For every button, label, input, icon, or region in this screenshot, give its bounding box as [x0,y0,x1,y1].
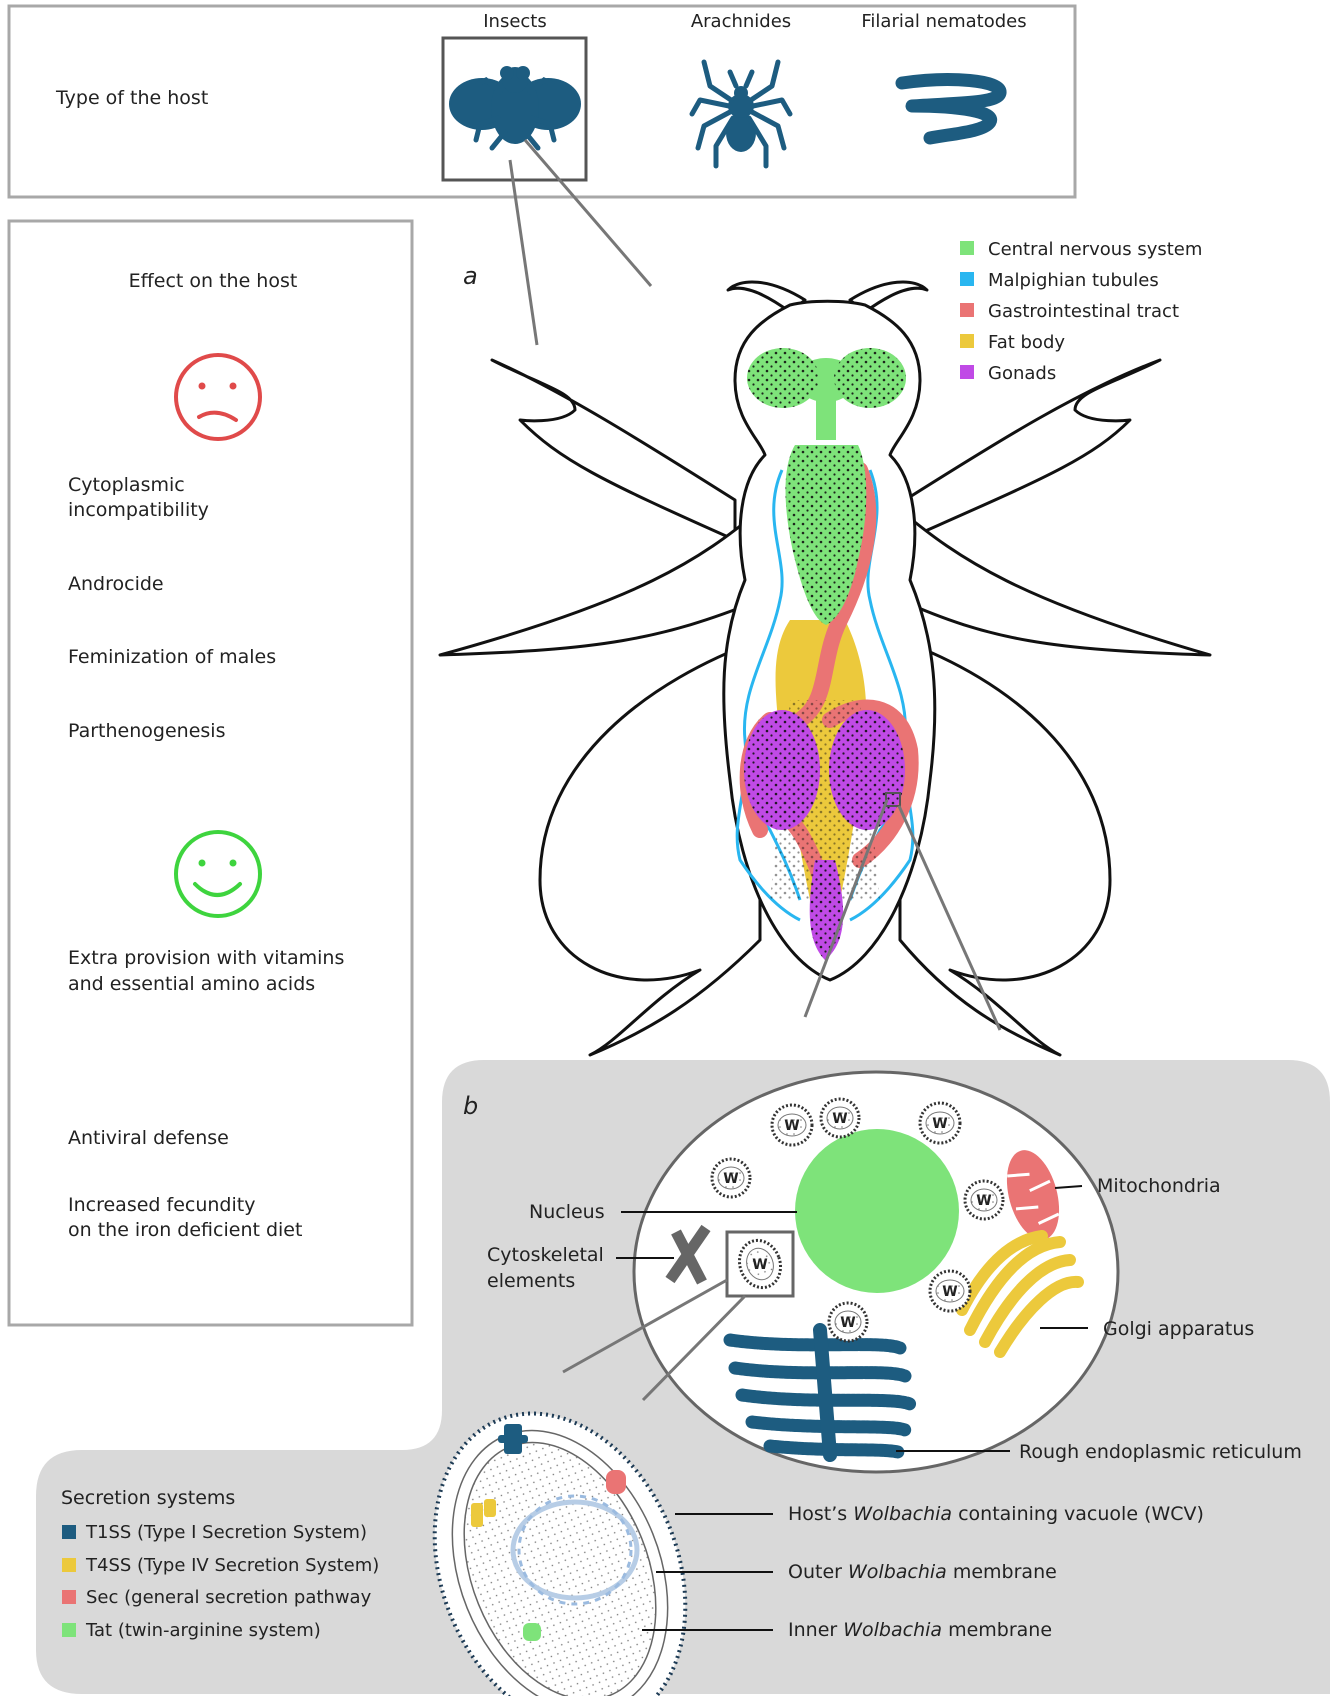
swatch-t4ss [62,1558,76,1572]
svg-text:W: W [752,1257,767,1273]
legend-swatch-malpighian [960,272,974,286]
wolbachia-cell: W [772,1105,812,1145]
nucleus [795,1129,959,1293]
wolbachia-cell: W [829,1303,867,1341]
legend-label-cns: Central nervous system [988,239,1202,260]
svg-text:W: W [832,1111,847,1127]
secretion-tat-label: Tat (twin-arginine system) [85,1620,321,1641]
label-nucleus: Nucleus [529,1201,605,1223]
wolbachia-cell: W [920,1103,960,1143]
label-outer-membrane: Outer Wolbachia membrane [788,1561,1057,1583]
host-insects-label: Insects [483,11,547,32]
panel-b-letter: b [463,1092,478,1120]
label-rer: Rough endoplasmic reticulum [1019,1441,1302,1463]
swatch-sec [62,1590,76,1604]
sec-marker [606,1470,626,1494]
legend-label-gonads: Gonads [988,363,1056,384]
swatch-tat [62,1623,76,1637]
secretion-legend-title: Secretion systems [61,1487,235,1509]
legend-swatch-fat [960,334,974,348]
svg-text:W: W [976,1193,991,1209]
secretion-t1ss-label: T1SS (Type I Secretion System) [85,1522,367,1543]
host-panel: Type of the host Insects Arachnides Fila… [9,6,1075,197]
svg-text:W: W [840,1315,855,1331]
wolbachia-cell-selected: W [727,1232,793,1296]
svg-text:W: W [932,1116,947,1132]
secretion-sec-label: Sec (general secretion pathway [86,1587,372,1608]
label-inner-membrane: Inner Wolbachia membrane [788,1619,1052,1641]
svg-text:W: W [784,1118,799,1134]
label-mitochondria: Mitochondria [1097,1175,1221,1197]
legend-label-gi: Gastrointestinal tract [988,301,1179,322]
swatch-t1ss [62,1525,76,1539]
effects-title: Effect on the host [129,270,298,292]
effect-positive-1: Antiviral defense [68,1127,229,1149]
wolbachia-cell: W [712,1159,750,1197]
wolbachia-cell: W [930,1271,970,1311]
effect-negative-2: Feminization of males [68,646,276,668]
panel-a-letter: a [463,262,478,290]
organ-legend: Central nervous system Malpighian tubule… [960,239,1202,384]
svg-text:W: W [942,1284,957,1300]
effect-negative-1: Androcide [68,573,164,595]
tat-marker [523,1623,541,1641]
legend-swatch-gonads [960,365,974,379]
host-row-label: Type of the host [55,87,208,109]
wolbachia-cell: W [965,1181,1003,1219]
legend-swatch-cns [960,241,974,255]
wolbachia-cell: W [821,1099,859,1137]
legend-label-fat: Fat body [988,332,1065,353]
host-arachnides-label: Arachnides [691,11,791,32]
legend-swatch-gi [960,303,974,317]
legend-label-malpighian: Malpighian tubules [988,270,1159,291]
secretion-t4ss-label: T4SS (Type IV Secretion System) [85,1555,379,1576]
effect-negative-3: Parthenogenesis [68,720,225,742]
label-golgi: Golgi apparatus [1103,1318,1254,1340]
host-nematodes-label: Filarial nematodes [861,11,1026,32]
effects-panel: Effect on the host Cytoplasmic incompati… [9,221,412,1325]
svg-text:W: W [723,1171,738,1187]
label-wcv: Host’s Wolbachia containing vacuole (WCV… [788,1503,1204,1525]
